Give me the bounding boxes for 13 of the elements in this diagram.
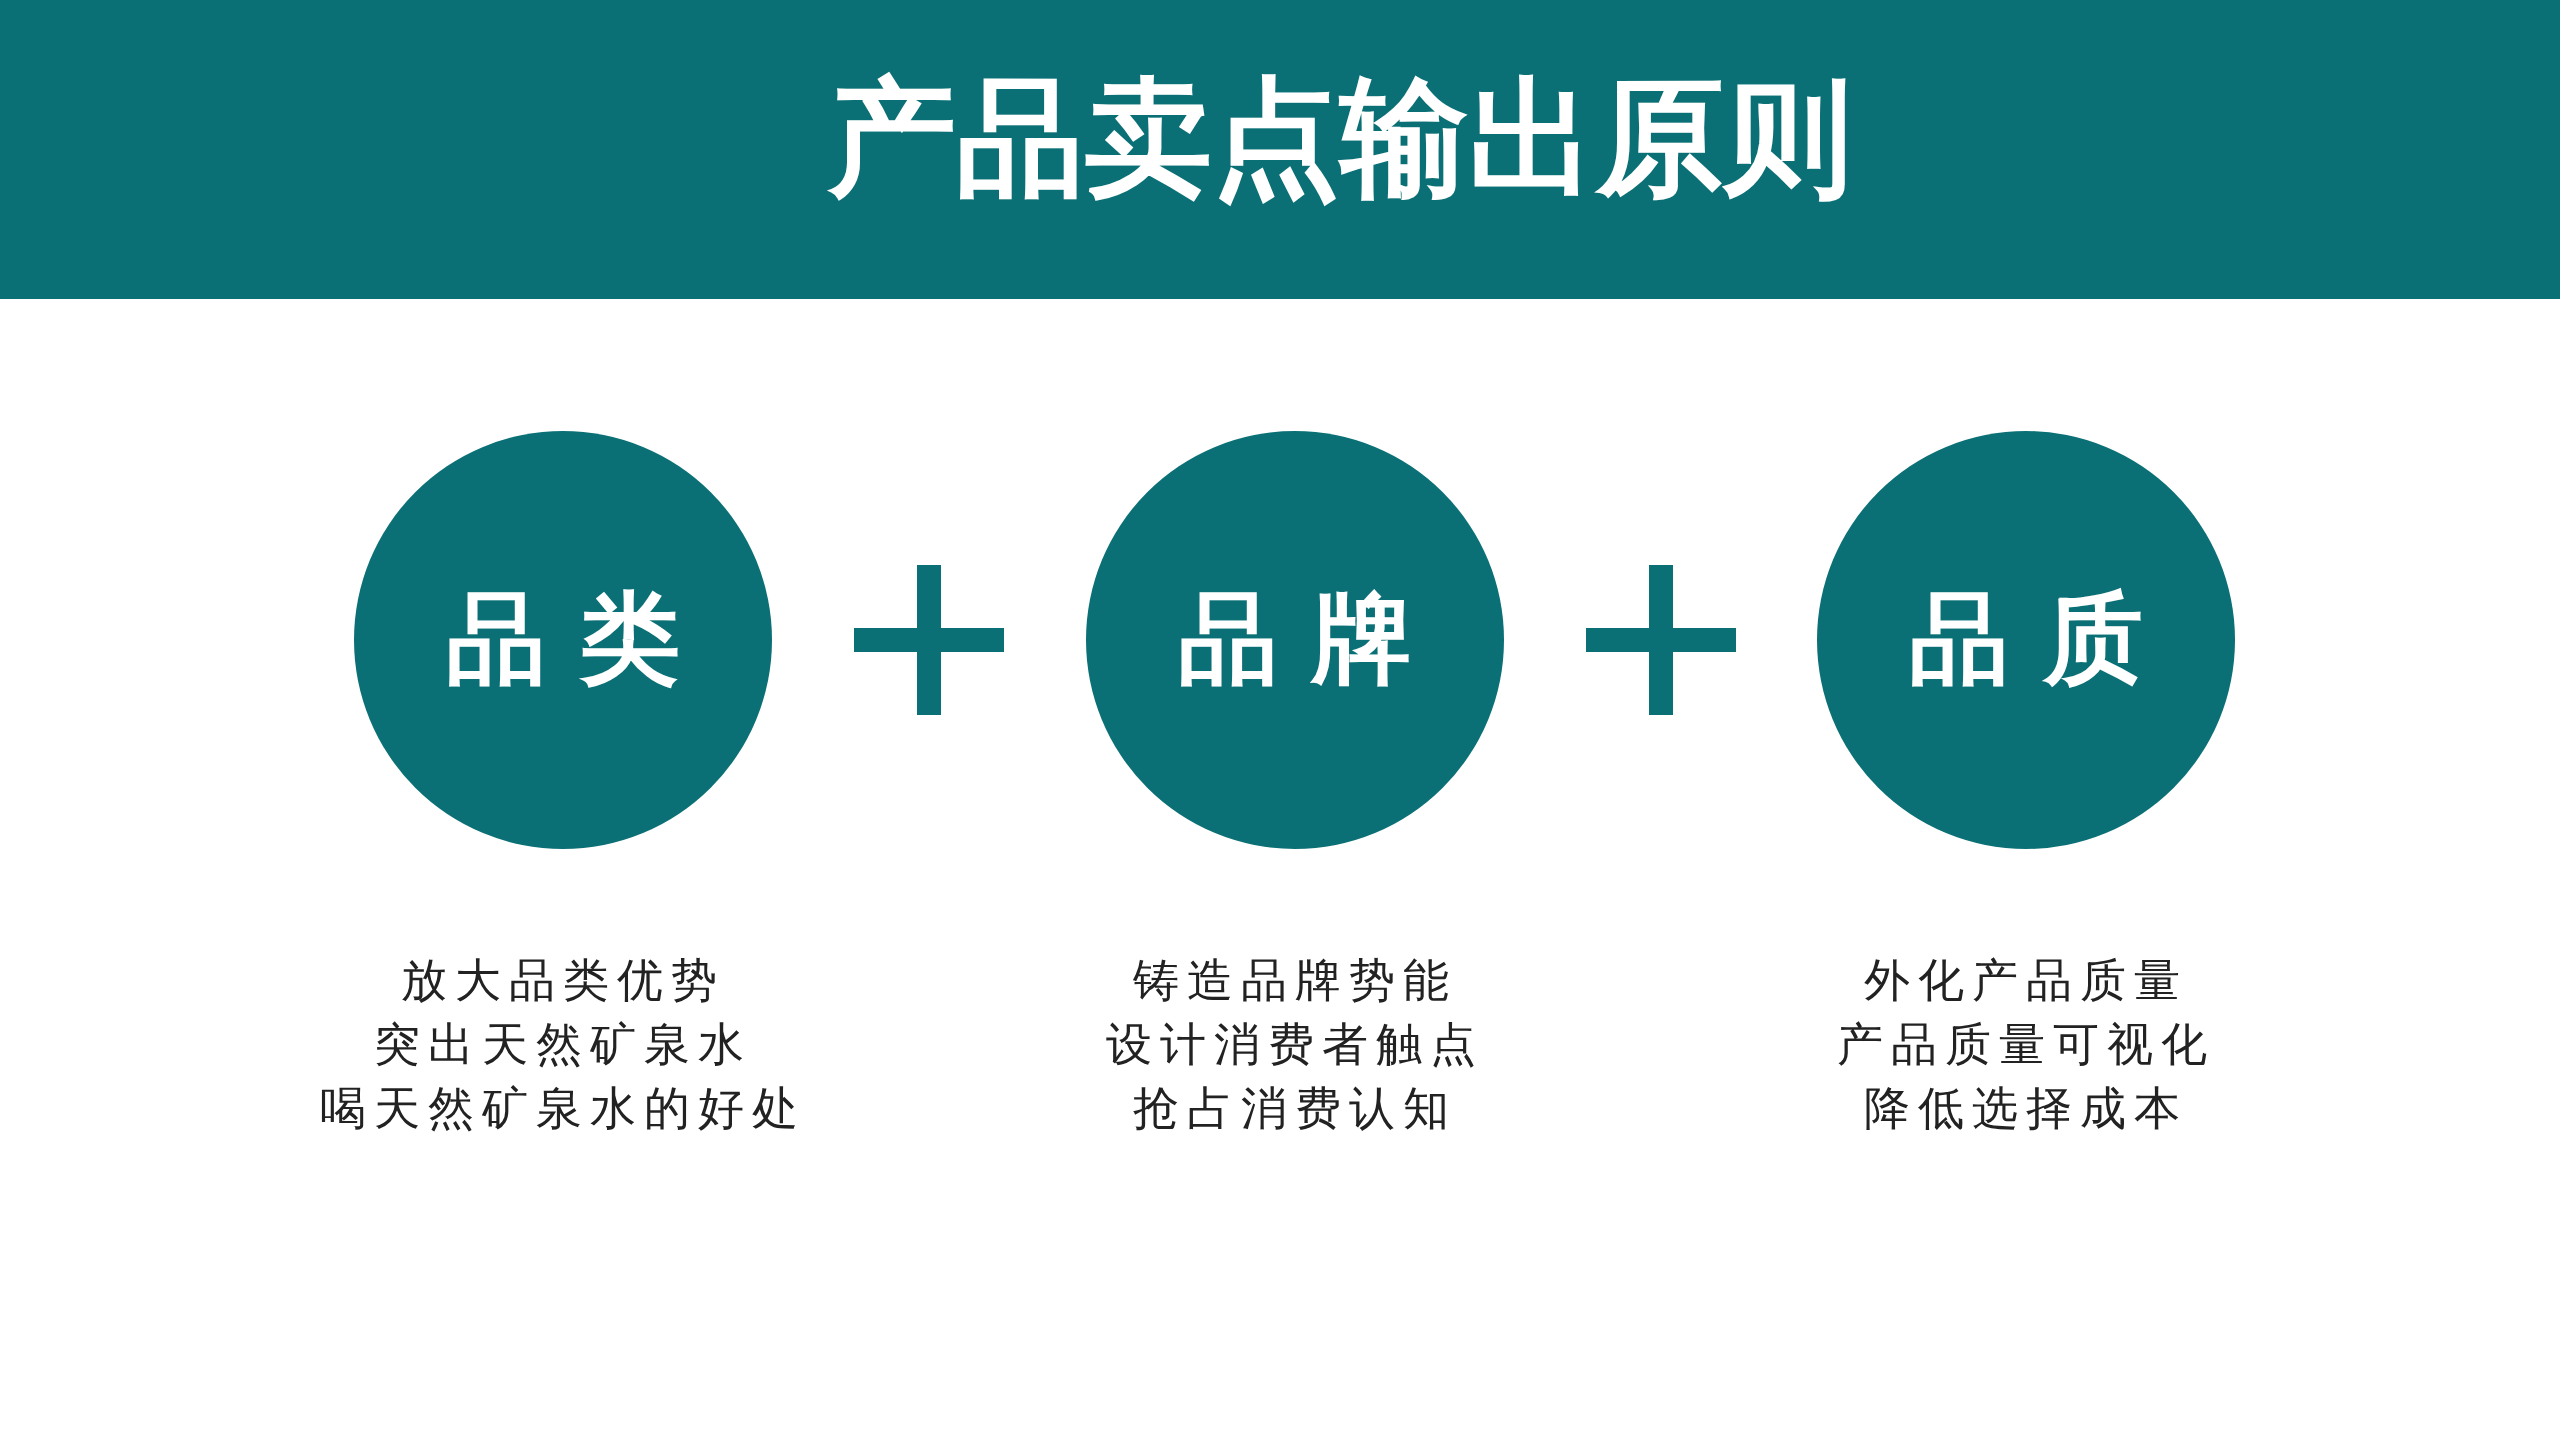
description-text: 铸造品牌势能 bbox=[1133, 952, 1457, 1009]
description-text: 突出天然矿泉水 bbox=[374, 1016, 752, 1073]
description-text: 抢占消费认知 bbox=[1133, 1080, 1457, 1137]
circle-label: 品 类 bbox=[445, 578, 681, 699]
description-text: 放大品类优势 bbox=[401, 952, 725, 1009]
description-text: 喝天然矿泉水的好处 bbox=[320, 1080, 806, 1137]
description-text: 降低选择成本 bbox=[1864, 1080, 2188, 1137]
description-text: 外化产品质量 bbox=[1864, 952, 2188, 1009]
description-text: 设计消费者触点 bbox=[1106, 1016, 1484, 1073]
circle-label: 品 牌 bbox=[1177, 578, 1413, 699]
page-title: 产品卖点输出原则 bbox=[826, 62, 1853, 214]
circle-label: 品 质 bbox=[1908, 578, 2144, 699]
description-text: 产品质量可视化 bbox=[1837, 1016, 2215, 1073]
